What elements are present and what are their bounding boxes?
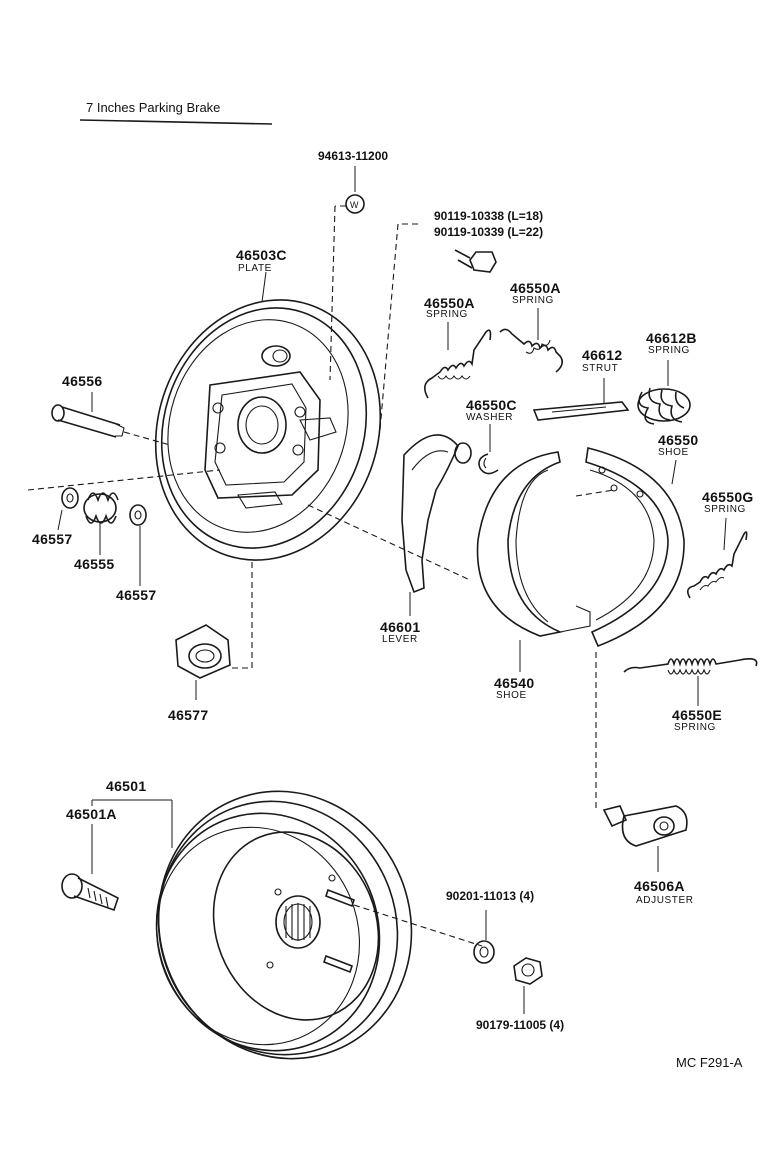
label-46550a-right: 46550A [510, 280, 561, 296]
title-underline [79, 119, 273, 125]
diagram-title: 7 Inches Parking Brake [86, 100, 221, 115]
strut-46612-drawing [532, 378, 630, 421]
washer-spring-set-drawing [27, 469, 221, 586]
spring-46550e-drawing [623, 658, 758, 706]
diagram-code: MC F291-A [676, 1055, 743, 1070]
label-46501a: 46501A [66, 806, 117, 822]
plate-leader-line-2 [379, 223, 399, 431]
bolt-90119-drawing [454, 249, 497, 273]
label-46501: 46501 [106, 778, 147, 794]
label-46550a-left-name: SPRING [426, 309, 468, 320]
label-46550e: 46550E [672, 707, 723, 723]
plug-94613-drawing: W [329, 166, 365, 381]
label-46550a-left: 46550A [424, 295, 475, 311]
label-46540: 46540 [494, 675, 535, 691]
label-46506a-name: ADJUSTER [636, 895, 694, 906]
label-90119-a: 90119-10338 (L=18) [434, 209, 544, 223]
label-90119-b: 90119-10339 (L=22) [434, 225, 544, 239]
label-46550-name: SHOE [658, 447, 689, 458]
label-94613: 94613-11200 [318, 149, 389, 163]
spring-46612b-drawing [637, 360, 691, 425]
label-46577: 46577 [168, 707, 209, 723]
label-46503c-name: PLATE [238, 263, 272, 274]
shoe-46550-drawing [575, 447, 685, 648]
spring-46550g-drawing [686, 517, 748, 599]
label-46550a-right-name: SPRING [512, 295, 554, 306]
label-46601-name: LEVER [382, 634, 418, 645]
bolt-46556-drawing [51, 392, 171, 446]
lever-leader-line [307, 504, 471, 581]
label-46612: 46612 [582, 347, 623, 363]
label-46550c-name: WASHER [466, 412, 514, 423]
label-46550g: 46550G [702, 489, 754, 505]
label-90201: 90201-11013 (4) [446, 889, 535, 903]
label-46550c: 46550C [466, 397, 517, 413]
svg-text:W: W [350, 200, 359, 210]
washer-46550c-drawing [478, 424, 499, 475]
label-46506a: 46506A [634, 878, 685, 894]
washer-nut-drawing [353, 904, 543, 1014]
label-46550g-name: SPRING [704, 504, 746, 515]
grommet-46577-drawing [175, 560, 253, 700]
label-46612b: 46612B [646, 330, 697, 346]
leader-46503c [261, 271, 267, 303]
spring-46550a-drawings [424, 308, 564, 399]
label-46556: 46556 [62, 373, 103, 389]
hub-bolt-46501a-drawing [61, 824, 119, 912]
label-46557-a: 46557 [32, 531, 73, 547]
label-46503c: 46503C [236, 247, 287, 263]
label-46550: 46550 [658, 432, 699, 448]
label-46557-b: 46557 [116, 587, 157, 603]
backing-plate-drawing [154, 299, 382, 561]
lever-46601-drawing [401, 434, 472, 616]
shoe-46540-drawing [476, 451, 591, 672]
label-46612b-name: SPRING [648, 345, 690, 356]
label-46555: 46555 [74, 556, 115, 572]
label-46601: 46601 [380, 619, 421, 635]
label-46612-name: STRUT [582, 363, 619, 374]
drum-46501-drawing [91, 790, 413, 1060]
label-90179: 90179-11005 (4) [476, 1018, 565, 1032]
label-46540-name: SHOE [496, 690, 527, 701]
adjuster-46506a-drawing [595, 652, 688, 872]
label-46550e-name: SPRING [674, 722, 716, 733]
